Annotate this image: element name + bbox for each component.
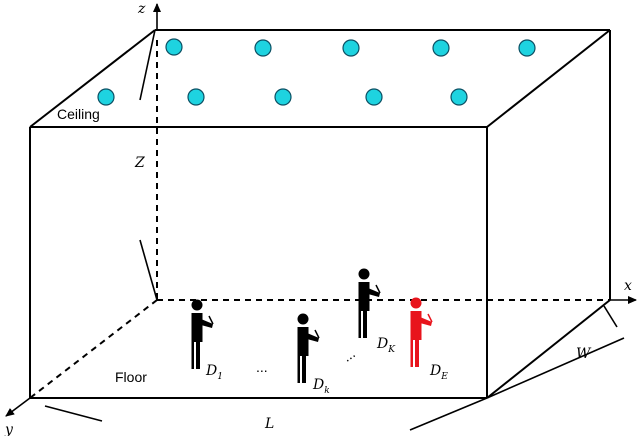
person-body	[297, 327, 309, 383]
led-light	[518, 39, 536, 57]
width-label: W	[576, 346, 592, 362]
person-arm	[368, 288, 380, 297]
person-head	[297, 313, 309, 325]
led-light	[165, 38, 183, 56]
user-label-base: D	[205, 363, 217, 379]
room-edges	[29, 30, 611, 399]
led-light	[254, 39, 272, 57]
user-label-sub: 1	[217, 372, 223, 382]
ceiling-label: Ceiling	[57, 106, 100, 122]
floor-label: Floor	[115, 369, 147, 385]
dimension-ticks	[44, 29, 625, 431]
person-head	[358, 268, 370, 280]
user-label-1: D1	[205, 363, 223, 382]
person-head	[410, 297, 422, 309]
ellipsis-horizontal: ...	[256, 359, 268, 375]
user-label-base: D	[312, 377, 324, 393]
user-figure-k	[297, 313, 320, 383]
person-body	[358, 282, 370, 338]
led-light	[97, 88, 115, 106]
person-arm	[307, 333, 319, 342]
user-label-base: D	[376, 336, 388, 352]
phone-device	[375, 284, 381, 294]
height-label: Z	[134, 155, 145, 171]
person-head	[191, 299, 203, 311]
person-body	[410, 311, 422, 367]
user-label-k: Dk	[312, 377, 330, 396]
z-axis-label: z	[137, 1, 146, 17]
led-light	[274, 88, 292, 106]
axes	[5, 3, 637, 417]
ceiling-face	[29, 29, 611, 128]
phone-device	[208, 315, 214, 325]
user-label-sub: k	[324, 386, 329, 396]
phone-device	[427, 313, 433, 323]
x-axis-label: x	[624, 278, 632, 294]
person-arm	[201, 319, 213, 328]
y-axis-label: y	[4, 422, 14, 436]
user-figure-1	[191, 299, 214, 369]
ellipsis-diagonal: ...	[339, 345, 358, 365]
eavesdropper-figure	[410, 297, 433, 367]
hidden-edges	[29, 40, 610, 399]
phone-device	[314, 329, 320, 339]
person-body	[191, 313, 203, 369]
user-label-base: D	[429, 363, 441, 379]
led-light	[342, 39, 360, 57]
user-figure-K	[358, 268, 381, 338]
led-light	[365, 88, 383, 106]
led-array	[97, 38, 536, 106]
eavesdropper-label: DE	[429, 363, 448, 382]
led-light	[187, 88, 205, 106]
user-label-sub: E	[440, 372, 448, 382]
user-label-K: DK	[376, 336, 396, 355]
length-label: L	[264, 416, 274, 432]
led-light	[432, 39, 450, 57]
y-axis-arrow	[5, 397, 31, 417]
person-arm	[420, 317, 432, 326]
led-light	[450, 88, 468, 106]
user-label-sub: K	[387, 345, 396, 355]
